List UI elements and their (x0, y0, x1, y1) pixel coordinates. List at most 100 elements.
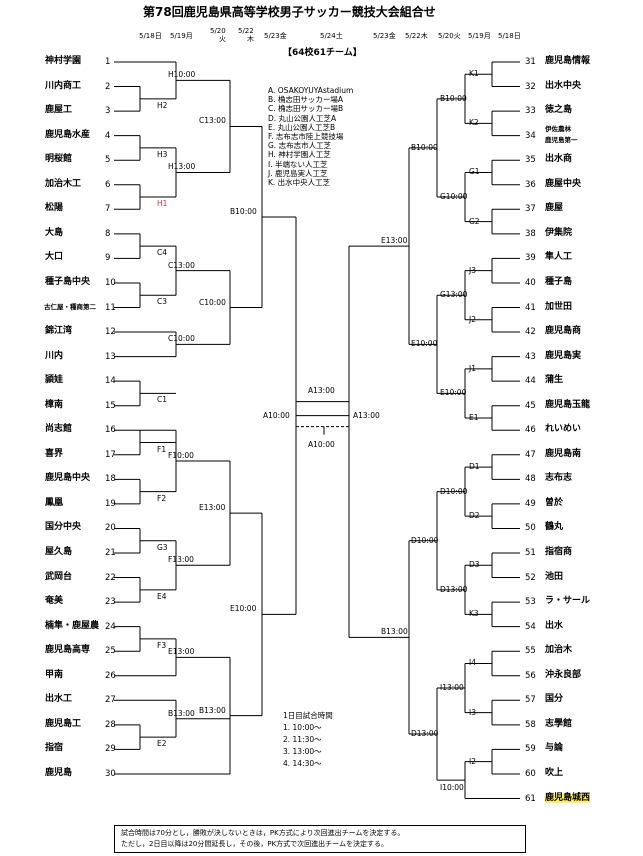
seed-number: 21 (105, 548, 116, 558)
match-label-left-r3: C10:00 (199, 297, 226, 307)
venue-item: A. OSAKOYUYAstadium (268, 86, 354, 95)
date-left-4: 5/22 (238, 27, 254, 35)
venue-item: C. 桷志田サッカー場B (268, 104, 344, 114)
seed-number: 32 (525, 81, 536, 92)
match-label-right-r1: J2 (469, 314, 476, 324)
team-left-27: 出水工 (45, 694, 73, 705)
team-right-49: 曽於 (545, 497, 564, 508)
match-label-right-r2: I13:00 (440, 683, 464, 693)
match-label-right-r3: D10:00 (411, 535, 439, 545)
team-right-44: 蒲生 (545, 375, 564, 386)
seed-number: 44 (525, 376, 536, 387)
match-label-right-r1: K2 (469, 118, 479, 128)
match-label-right-r3: B10:00 (411, 142, 438, 152)
team-right-42: 鹿児島商 (545, 326, 582, 337)
team-left-22: 武岡台 (45, 571, 73, 582)
match-label-left-r1: C1 (157, 395, 168, 405)
seed-number: 39 (525, 253, 536, 264)
subtitle: 【64校61チーム】 (283, 48, 362, 58)
team-right-60: 吹上 (545, 767, 564, 778)
seed-number: 31 (525, 57, 536, 67)
team-right-31: 鹿児島情報 (545, 56, 591, 66)
seed-number: 26 (105, 670, 116, 681)
date-right-4: 5/19月 (468, 32, 491, 40)
match-label-left-r3: B13:00 (199, 705, 226, 715)
team-right-35: 出水商 (545, 154, 573, 165)
seed-number: 60 (525, 768, 536, 779)
seed-number: 40 (525, 277, 536, 288)
team-right-52: 池田 (545, 571, 564, 582)
team-right-53: ラ・サール (545, 596, 591, 607)
match-label-right-r3: E10:00 (411, 339, 438, 349)
team-right-38: 伊集院 (545, 227, 573, 238)
footnote-box: 試合時間は70分とし，勝敗が決しないときは，PK方式により次回進出チームを決定す… (114, 825, 526, 853)
match-label-right-r1: G2 (469, 216, 480, 226)
match-label-left-r2: C13:00 (168, 260, 195, 270)
seed-number: 22 (105, 572, 116, 583)
venue-item: J. 鹿児島実人工芝 (268, 168, 328, 178)
match-label-right-r1: K3 (469, 609, 479, 619)
team-left-15: 樟南 (45, 399, 64, 410)
seed-number: 54 (525, 621, 536, 632)
date-right-3: 5/20火 (438, 32, 461, 40)
match-label-right-r1: G1 (469, 167, 480, 177)
seed-number: 56 (525, 670, 536, 681)
team-right-40: 種子島 (545, 276, 573, 287)
match-label-left-r1: H1 (157, 199, 168, 209)
team-left-18: 鹿児島中央 (45, 473, 91, 484)
team-left-11: 古仁屋・種商第二 (44, 302, 96, 311)
seed-number: 3 (105, 106, 111, 117)
seed-number: 61 (525, 793, 536, 804)
match-label-left-r2: H13:00 (168, 162, 196, 172)
team-right-59: 与論 (545, 743, 564, 754)
date-left-2: 5/19月 (170, 32, 193, 40)
seed-number: 51 (525, 548, 536, 558)
venue-item: I. 半端ない人工芝 (268, 159, 328, 169)
match-label-right-r2: I10:00 (440, 783, 464, 793)
date-left-3-weekday: 火 (219, 35, 226, 43)
seed-number: 24 (105, 621, 116, 632)
seed-number: 25 (105, 646, 116, 657)
seed-number: 46 (525, 425, 536, 436)
match-label-right-r4: E13:00 (381, 236, 408, 246)
seed-number: 19 (105, 498, 116, 509)
team-left-8: 大島 (45, 227, 64, 238)
team-right-56: 沖永良部 (545, 669, 582, 680)
seed-number: 36 (525, 179, 536, 190)
match-label-left-r1: F1 (157, 444, 167, 454)
team-right-39: 隼人工 (545, 252, 573, 263)
date-left-1: 5/18日 (139, 32, 162, 40)
team-left-28: 鹿児島工 (45, 718, 82, 729)
team-right-41: 加世田 (545, 301, 573, 312)
seed-number: 20 (105, 523, 116, 534)
team-left-17: 喜界 (45, 448, 64, 459)
match-label-right-r4: B13:00 (381, 627, 408, 637)
match-label-left-r2: H10:00 (168, 70, 196, 80)
team-left-20: 国分中央 (45, 522, 82, 533)
seed-number: 52 (525, 572, 536, 583)
match-label-left-r3: C13:00 (199, 116, 226, 126)
match-time-item: 2. 11:30～ (283, 735, 322, 744)
match-label-left-final: A10:00 (263, 410, 290, 420)
page-title: 第78回鹿児島県高等学校男子サッカー競技大会組合せ (143, 5, 436, 19)
match-label-right-r1: D2 (469, 511, 480, 521)
team-right-61: 鹿児島城西 (545, 792, 591, 803)
team-right-57: 国分 (545, 694, 564, 705)
match-label-left-r1: E2 (157, 739, 167, 749)
team-left-2: 川内商工 (45, 80, 82, 91)
team-right-43: 鹿児島実 (545, 350, 582, 361)
team-right-55: 加治木 (545, 645, 573, 656)
team-right-54: 出水 (545, 620, 564, 631)
date-right-1: 5/23金 (373, 32, 396, 40)
team-left-4: 鹿児島水産 (45, 129, 91, 140)
team-right-34: 伊佐農林 (545, 124, 571, 133)
match-label-left-r2: F13:00 (168, 555, 194, 565)
seed-number: 41 (525, 302, 536, 313)
date-right-2: 5/22木 (405, 32, 428, 40)
seed-number: 33 (525, 106, 536, 117)
team-left-10: 種子島中央 (45, 276, 91, 287)
seed-number: 13 (105, 351, 116, 362)
seed-number: 45 (525, 400, 536, 411)
footnote-line-1: 試合時間は70分とし，勝敗が決しないときは，PK方式により次回進出チームを決定す… (121, 829, 405, 837)
seed-number: 8 (105, 228, 111, 239)
